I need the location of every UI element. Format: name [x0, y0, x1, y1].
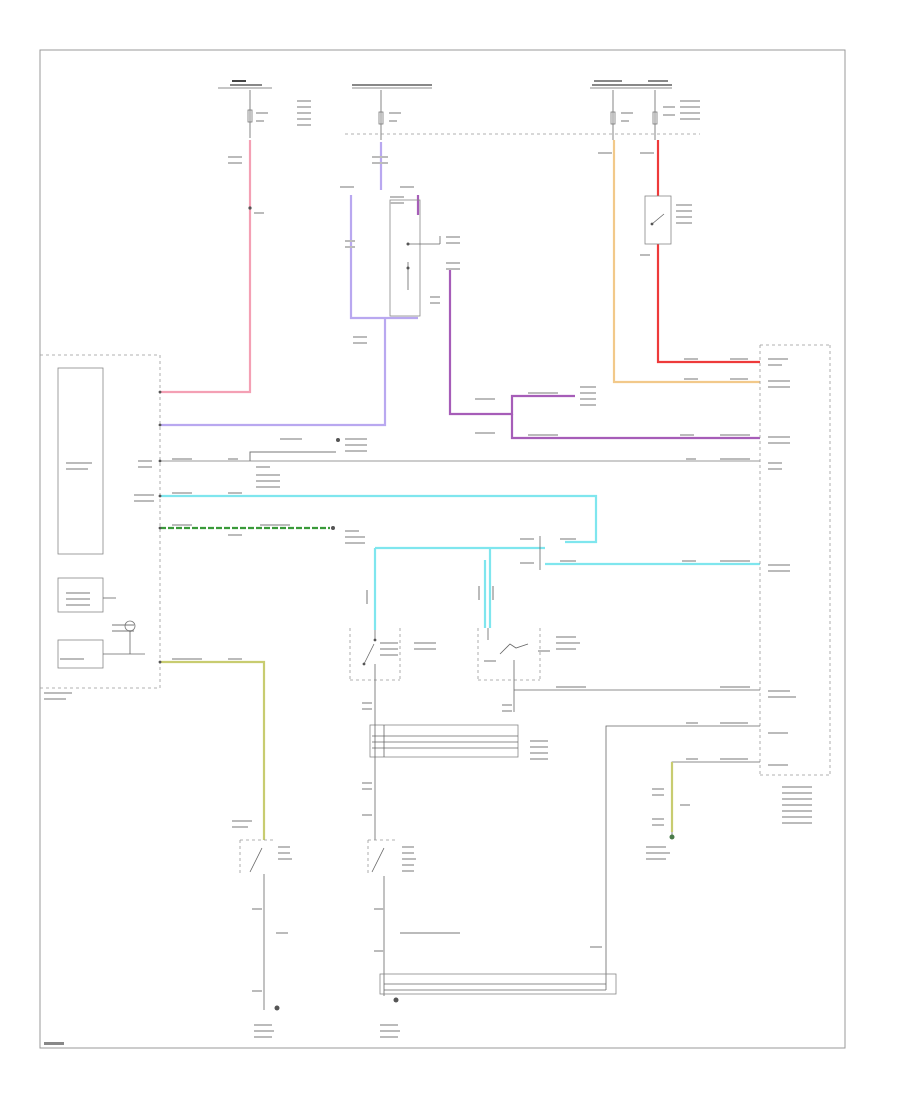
wire-purple-2	[510, 414, 760, 440]
hot-bus-right	[590, 80, 672, 89]
wire-violet-3	[160, 318, 387, 427]
wire-black-lower-right	[605, 725, 760, 990]
switch-box	[644, 195, 672, 245]
hot-in-run-bus-center	[352, 84, 432, 89]
footer-code	[44, 1042, 64, 1045]
fuse-icon	[247, 90, 253, 138]
diagram-frame	[39, 49, 846, 1049]
ground-icon	[380, 997, 400, 1038]
hot-at-all-times-bus-left	[218, 80, 272, 89]
instrument-cluster-module	[40, 354, 162, 700]
splice-connector	[362, 712, 548, 840]
door-switch-bottom-center	[367, 839, 460, 996]
door-switch-left-center	[349, 628, 436, 712]
wire-cyan	[160, 494, 598, 544]
wire-pink	[160, 140, 252, 394]
fuse-labels	[256, 100, 700, 126]
wire-red-2	[656, 244, 760, 364]
connector-icon	[331, 526, 335, 530]
body-control-module	[759, 344, 831, 824]
door-switch-bottom-left	[239, 839, 292, 1000]
wire-black-lower-right-2	[671, 761, 760, 836]
switch-icon	[650, 213, 665, 226]
fuse-icon	[652, 90, 658, 140]
wire-yellow-green	[160, 660, 266, 840]
fuse-icon	[610, 90, 616, 140]
door-switch-right-center	[477, 628, 760, 712]
connector-icon	[336, 438, 340, 442]
ground-icon	[669, 834, 675, 840]
splice-bottom	[379, 973, 617, 995]
relay-box	[389, 199, 421, 317]
wire-black-2	[249, 451, 336, 461]
fuse-icon	[378, 90, 384, 140]
wire-orange	[612, 140, 760, 384]
relay-icon	[406, 236, 441, 290]
ground-icon	[254, 1000, 280, 1038]
wire-violet-2	[349, 195, 418, 320]
